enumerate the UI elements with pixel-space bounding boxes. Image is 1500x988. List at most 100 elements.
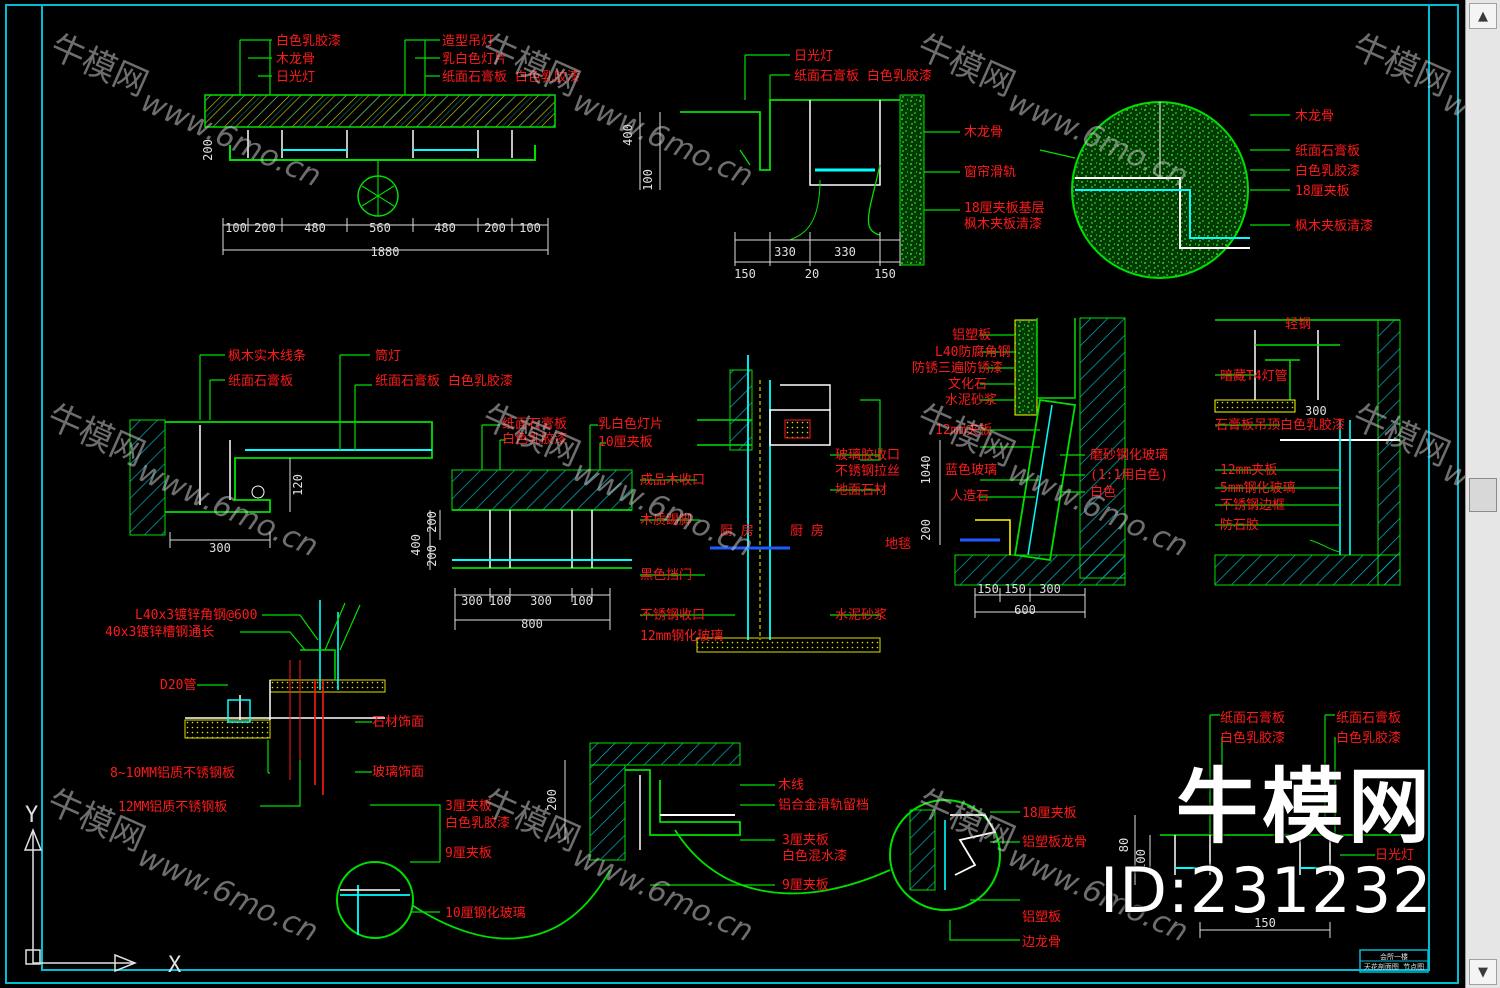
detail-label: 木龙骨 [276,52,315,67]
detail-pelmet [336,742,1020,941]
vertical-scrollbar[interactable]: ▲ ▼ [1465,0,1500,988]
detail-label: 玻璃饰面 [372,765,424,780]
watermark-brand: 牛模网 [911,27,1020,105]
detail-ceiling-lamp [204,39,556,255]
dimension-total: 1880 [371,245,400,259]
detail-label: 纸面石膏板 [1220,710,1285,726]
detail-label: 边龙骨 [1022,935,1061,950]
detail-light-box [429,424,633,630]
brand-name: 牛模网 [1175,760,1434,855]
detail-label: 不锈钢边框 [1220,498,1285,513]
ucs-x-label: X [168,953,182,978]
dimension-value: 560 [369,221,391,235]
detail-wall-slanted-glass [939,317,1126,618]
detail-label: 纸面石膏板 [228,373,293,389]
dimension-value: 80 [1117,838,1131,852]
watermark-brand: 牛模网 [41,397,150,475]
watermark-brand: 牛模网 [1346,397,1455,475]
detail-label: 玻璃胶收口 [835,447,900,463]
dimension-value: 100 [1134,849,1148,871]
detail-label: 纸面石膏板 白色乳胶漆 [442,69,580,85]
title-block [1359,949,1429,973]
detail-label: 纸面石膏板 [1295,143,1360,159]
detail-label: 暗藏T4灯管 [1220,369,1288,384]
detail-label: 18厘夹板 [1022,806,1077,821]
detail-label: 铝塑板龙骨 [1022,835,1087,850]
detail-label: 人造石 [950,489,989,504]
watermark-brand: 牛模网 [44,27,153,105]
ucs-icon [23,827,138,973]
room-label: 厨 房 [720,523,754,539]
detail-magnified-circle [1039,101,1290,279]
dimension-value: 330 [834,245,856,259]
scroll-thumb[interactable] [1469,478,1497,512]
detail-label: 蓝色玻璃 [945,462,997,478]
title-block-line: 会所一楼 [1380,952,1408,961]
detail-label: 日光灯 [794,49,833,64]
dimension-value: 480 [434,221,456,235]
detail-label: D20管 [160,678,196,693]
detail-note: (1:1用白色) [1090,467,1168,483]
watermark-url: www.6mo.cn [568,84,758,194]
detail-label: 铝合金滑轨留档 [778,797,869,813]
detail-label: 9厘夹板 [445,846,492,861]
detail-label: 12mm夹板 [935,423,992,438]
detail-label: 纸面石膏板 [502,416,567,432]
detail-label: 日光灯 [1375,848,1414,863]
watermark-url: www.6mo.cn [133,839,323,949]
watermark-url: www.6mo.cn [1438,454,1465,564]
detail-label: 窗帘滑轨 [964,164,1016,180]
ucs-y-label: Y [25,803,38,828]
detail-label: 石膏板吊顶白色乳胶漆 [1215,417,1345,433]
detail-label: 木龙骨 [964,125,1003,140]
dimension-value: 1040 [919,456,933,485]
dimension-value: 480 [304,221,326,235]
dimension-value: 330 [774,245,796,259]
detail-label: 地毯 [885,537,911,552]
dimension-value: 150 [977,582,999,596]
detail-ceiling-bottom-right [1134,714,1400,938]
down-arrow-icon[interactable]: ▼ [1469,959,1497,985]
watermark-url: www.6mo.cn [568,839,758,949]
detail-label: 轻钢 [1285,317,1311,332]
detail-label: 3厘夹板 [445,799,492,814]
detail-label: 不锈钢拉丝 [835,464,900,479]
brand-overlay: 牛模网 ID:231232 [1100,760,1450,926]
watermark-brand: 牛模网 [41,782,150,860]
watermark-brand: 牛模网 [476,27,585,105]
detail-glass-railing [184,600,386,807]
detail-label: 白色乳胶漆 [1336,730,1401,746]
up-arrow-icon[interactable]: ▲ [1469,3,1497,29]
detail-label: 白色乳胶漆 [276,33,341,49]
detail-label: 乳白色灯片 [442,51,507,67]
detail-label: 3厘夹板 [782,833,829,848]
detail-label: 筒灯 [375,348,401,364]
dimension-value: 100 [571,594,593,608]
dimension-value: 100 [225,221,247,235]
dimension-value: 200 [254,221,276,235]
detail-label: 铝塑板 [1022,910,1061,925]
detail-label: 纸面石膏板 白色乳胶漆 [375,373,513,389]
dimension-value: 400 [621,124,635,146]
detail-label: 地面石材 [835,483,887,498]
dimension-value: 200 [425,511,439,533]
detail-label: L40x3镀锌角钢@600 [135,607,257,623]
detail-label: 木线 [778,778,804,793]
dimension-vertical: 200 [201,139,215,161]
dimension-value: 150 [1004,582,1026,596]
detail-label: 12MM铝质不锈钢板 [118,800,227,815]
detail-label: 纸面石膏板 白色乳胶漆 [794,68,932,84]
dimension-value: 300 [1305,404,1327,418]
detail-label: 乳白色灯片 [598,416,663,432]
detail-note: 磨砂钢化玻璃 [1090,448,1168,463]
detail-label: 文化石 [948,377,987,392]
detail-label: 10厘夹板 [598,435,653,450]
brand-id: ID:231232 [1100,854,1433,927]
dimension-value: 200 [425,545,439,567]
dimension-value: 100 [641,169,655,191]
detail-label: 白色乳胶漆 [445,815,510,831]
dimension-value: 200 [919,519,933,541]
